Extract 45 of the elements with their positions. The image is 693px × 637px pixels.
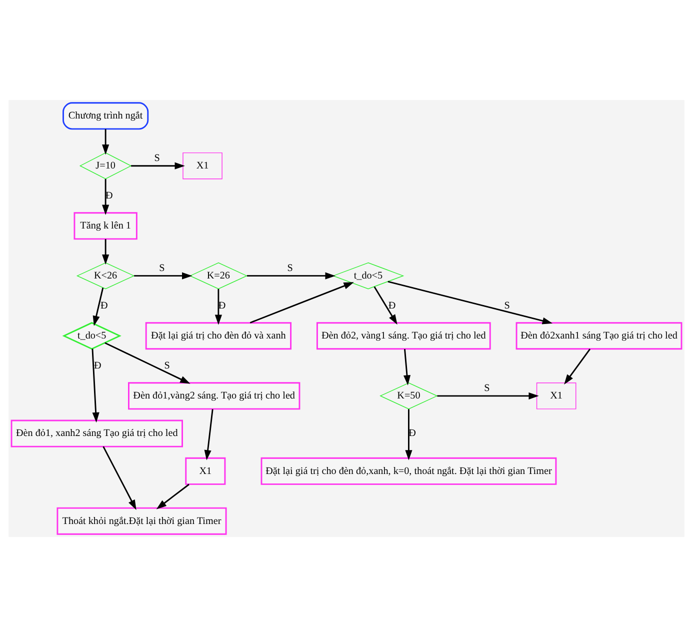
node-box: Đèn đỏ2, vàng1 sáng. Tạo giá trị cho led [316,322,491,350]
node-box: Đèn đỏ1,vàng2 sáng. Tạo giá trị cho led [128,382,300,410]
arrow [156,484,190,510]
node-diamond: K=50 [380,382,438,410]
edge-label: Đ [94,360,102,372]
arrow [564,348,591,385]
arrow [374,286,398,325]
edge-label: Đ [388,300,396,312]
edge-label: S [159,262,165,274]
edge-label: S [484,382,490,394]
arrow [214,288,222,325]
node-box: Thoát khỏi ngắt.Đặt lại thời gian Timer [56,507,227,535]
arrow [104,342,190,384]
arrow [102,446,136,510]
edge-label: S [504,300,510,312]
edge-label: S [164,360,170,372]
arrow [134,272,192,280]
node-box: Chương trình ngắt [62,102,149,130]
arrow [437,392,539,400]
edge-label: S [287,262,293,274]
node-box: Đặt lại giá trị cho đèn đỏ,xanh, k=0, thoát ngắt. Đặt lại thời gian Timer [260,457,557,485]
node-box: Đèn đỏ1, xanh2 sáng Tạo giá trị cho led [10,420,183,448]
node-box: Đèn đỏ2xanh1 sáng Tạo giá trị cho led [516,322,682,350]
arrow [92,348,100,423]
node-box: Đặt lại giá trị cho đèn đỏ và xanh [145,322,292,350]
node-box: X1 [536,382,576,410]
node-diamond: J=10 [79,152,132,180]
arrow [250,282,354,324]
node-diamond: K=26 [189,262,248,290]
arrow [403,348,411,386]
arrow [204,409,214,460]
arrow [102,239,110,265]
edge-label: S [154,152,160,164]
arrow [388,280,553,324]
node-diamond: t_do<5 [62,322,122,350]
edge-label: Đ [100,300,108,312]
arrow [131,162,185,170]
arrow [102,129,110,155]
node-box: Tăng k lên 1 [74,212,138,240]
arrow [92,288,104,326]
edge-label: Đ [218,300,226,312]
node-box: X1 [185,457,226,485]
arrow [246,272,336,280]
node-diamond: K<26 [76,262,135,290]
node-box: X1 [182,152,222,180]
